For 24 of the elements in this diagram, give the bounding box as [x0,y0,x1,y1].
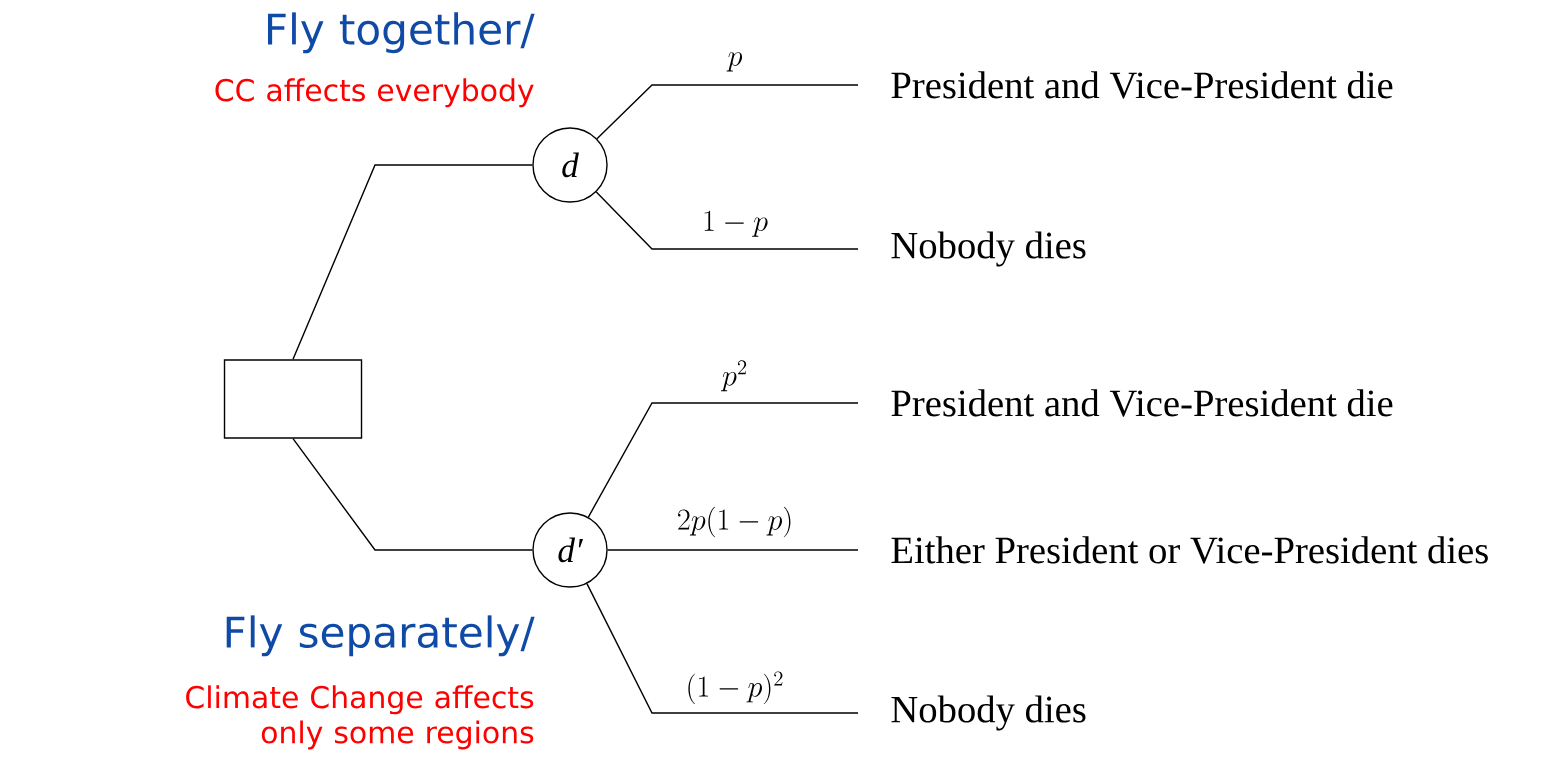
edge-label: $(1-p)^{2}$ [683,670,787,706]
edge-label: $p$ [725,50,745,74]
branch-line [595,191,859,250]
edge-label: $p^{2}$ [720,358,750,393]
outcome-text: Either President or Vice-President dies [891,536,1488,564]
branch-note: Climate Change affects only some regions [186,685,534,750]
branch-heading: Fly together/ [267,12,535,54]
edge-label: $1-p$ [700,209,770,239]
chance-node: d′ [532,512,608,588]
branch-line [586,582,859,714]
outcome-text: President and Vice-President die [891,389,1393,417]
branch-line [292,438,533,551]
chance-node: d [532,127,608,203]
branch-note: CC affects everybody [215,78,534,108]
branch-line [596,84,859,140]
decision-box [223,359,363,439]
branch-line [607,549,859,551]
branch-heading: Fly separately/ [226,615,535,657]
outcome-text: President and Vice-President die [891,71,1393,99]
branch-line [587,402,859,518]
outcome-text: Nobody dies [891,695,1086,731]
outcome-text: Nobody dies [891,231,1086,267]
edge-label: $2p(1-p)$ [675,505,795,539]
branch-line [292,164,533,360]
